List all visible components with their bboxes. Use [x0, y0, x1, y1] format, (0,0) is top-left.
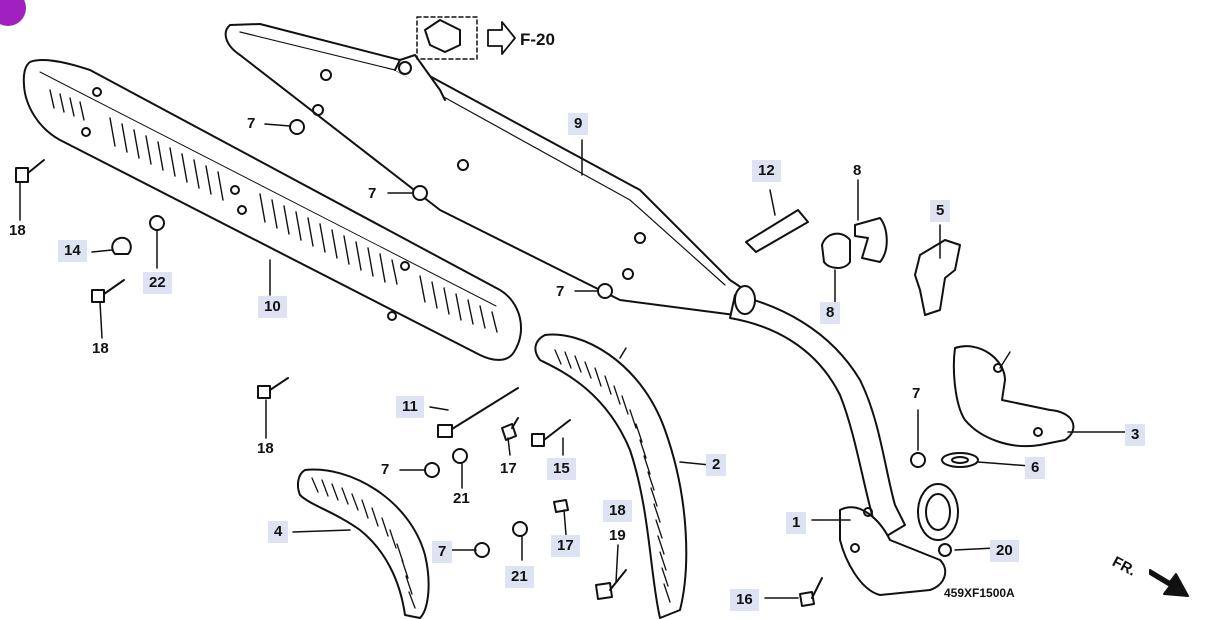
- callout-20: 20: [990, 540, 1019, 562]
- flange-joint-1: [839, 483, 959, 596]
- callout-21-a: 21: [453, 490, 470, 507]
- callout-8-top: 8: [853, 162, 862, 179]
- fasteners: [15, 19, 952, 607]
- callout-15: 15: [547, 458, 576, 480]
- callout-8-bottom: 8: [820, 302, 841, 324]
- callout-1: 1: [786, 512, 807, 534]
- callout-12: 12: [752, 160, 781, 182]
- callout-18-c: 18: [257, 440, 274, 457]
- bracket-5: [914, 239, 961, 316]
- callout-7-c: 7: [556, 283, 565, 300]
- callout-14: 14: [58, 240, 87, 262]
- callout-10: 10: [258, 296, 287, 318]
- side-shield-2: [534, 333, 688, 619]
- callout-11: 11: [396, 396, 424, 418]
- callout-7-f: 7: [432, 541, 453, 563]
- gasket-6-hole: [951, 456, 969, 464]
- callout-7-a: 7: [247, 115, 256, 132]
- callout-9: 9: [568, 113, 589, 135]
- exhaust-pipe: [729, 285, 906, 541]
- callout-6: 6: [1025, 457, 1046, 479]
- muffler-9: [224, 23, 751, 316]
- callout-21-b: 21: [505, 566, 534, 588]
- heat-shield-10: [22, 59, 523, 361]
- callout-17-b: 17: [551, 535, 580, 557]
- front-arrow-icon: [1149, 569, 1189, 597]
- callout-19: 19: [609, 527, 626, 544]
- callout-7-d: 7: [912, 385, 921, 402]
- callout-18-d: 18: [603, 500, 632, 522]
- callout-16: 16: [730, 589, 759, 611]
- callout-18-b: 18: [92, 340, 109, 357]
- clamp-8b: [854, 217, 888, 263]
- small-shield-4: [296, 468, 430, 619]
- callout-22: 22: [143, 272, 172, 294]
- clamp-8a: [821, 232, 851, 269]
- callout-5: 5: [930, 200, 951, 222]
- heat-guard-3: [952, 345, 1075, 448]
- leader-lines: [19, 123, 1133, 599]
- reference-label: F-20: [520, 30, 555, 49]
- pin-12: [745, 209, 809, 253]
- part-code: 459XF1500A: [944, 586, 1015, 600]
- callout-7-b: 7: [368, 185, 377, 202]
- gasket-6: [941, 452, 979, 468]
- callout-4: 4: [268, 521, 289, 543]
- callout-17-a: 17: [500, 460, 517, 477]
- reference-arrow-icon: [487, 21, 516, 55]
- callout-18-a: 18: [9, 222, 26, 239]
- callout-7-e: 7: [381, 461, 390, 478]
- callout-2: 2: [706, 454, 727, 476]
- reference-box: [416, 16, 478, 60]
- callout-3: 3: [1125, 424, 1146, 446]
